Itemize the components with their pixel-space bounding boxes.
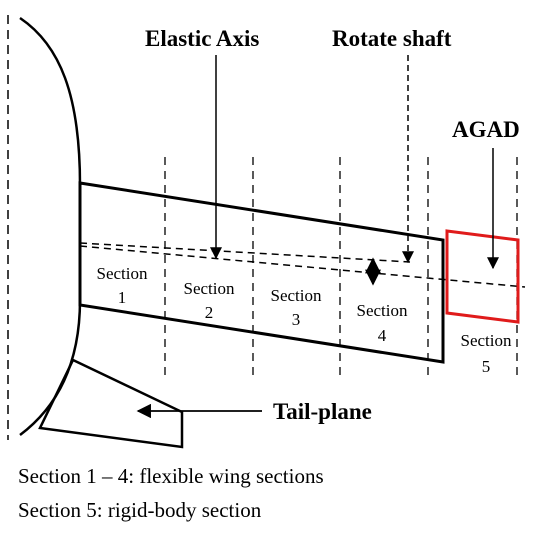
section-label-4: Section 4 — [357, 301, 408, 345]
section-5-number: 5 — [482, 357, 491, 376]
section-5-word: Section — [461, 331, 512, 350]
section-1-word: Section — [97, 264, 148, 283]
elastic-axis-label: Elastic Axis — [145, 26, 259, 51]
tail-plane-label: Tail-plane — [273, 399, 372, 424]
section-label-1: Section 1 — [97, 264, 148, 307]
section-dividers — [164, 157, 518, 380]
section-4-number: 4 — [378, 326, 387, 345]
section-3-number: 3 — [292, 310, 301, 329]
elastic-axis-line — [79, 242, 411, 263]
section-label-2: Section 2 — [184, 279, 235, 322]
agad-box — [445, 229, 520, 324]
section-label-3: Section 3 — [271, 286, 322, 329]
section-3-word: Section — [271, 286, 322, 305]
wing-outline — [78, 181, 445, 364]
rotate-shaft-line — [79, 245, 526, 288]
rotate-shaft-label: Rotate shaft — [332, 26, 452, 51]
section-2-word: Section — [184, 279, 235, 298]
section-1-number: 1 — [118, 288, 127, 307]
section-4-word: Section — [357, 301, 408, 320]
fuselage-outline — [19, 16, 82, 436]
caption-line-2: Section 5: rigid-body section — [18, 498, 262, 522]
section-2-number: 2 — [205, 303, 214, 322]
caption-line-1: Section 1 – 4: flexible wing sections — [18, 464, 324, 488]
agad-label: AGAD — [452, 117, 520, 142]
section-label-5: Section 5 — [461, 331, 512, 376]
tail-plane-outline — [38, 358, 184, 449]
